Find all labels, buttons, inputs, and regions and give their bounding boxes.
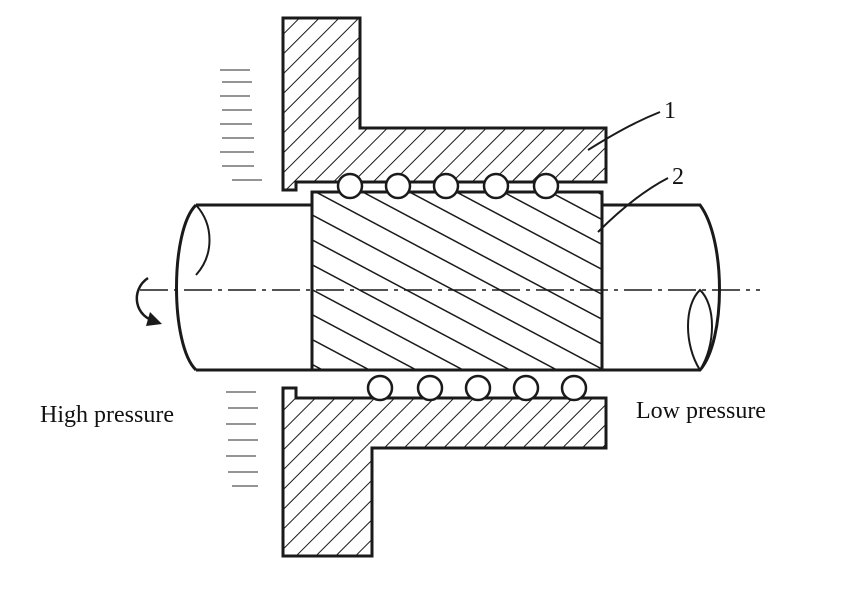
leader-line-1 bbox=[587, 111, 661, 151]
thread-crests-top bbox=[336, 172, 560, 200]
low-pressure-label: Low pressure bbox=[636, 398, 766, 424]
shaft-right bbox=[602, 203, 721, 372]
housing-bottom bbox=[281, 386, 608, 558]
leader-line-2 bbox=[597, 177, 669, 233]
part-number-2: 2 bbox=[672, 164, 684, 190]
shaft-left bbox=[175, 203, 314, 372]
housing-top bbox=[281, 16, 608, 192]
part-number-1: 1 bbox=[664, 98, 676, 124]
screw-rotor bbox=[310, 190, 604, 372]
thread-crests-bottom bbox=[366, 374, 588, 402]
high-pressure-label: High pressure bbox=[40, 402, 174, 428]
rotation-arrow bbox=[135, 276, 162, 326]
gap-marks bbox=[220, 69, 262, 487]
